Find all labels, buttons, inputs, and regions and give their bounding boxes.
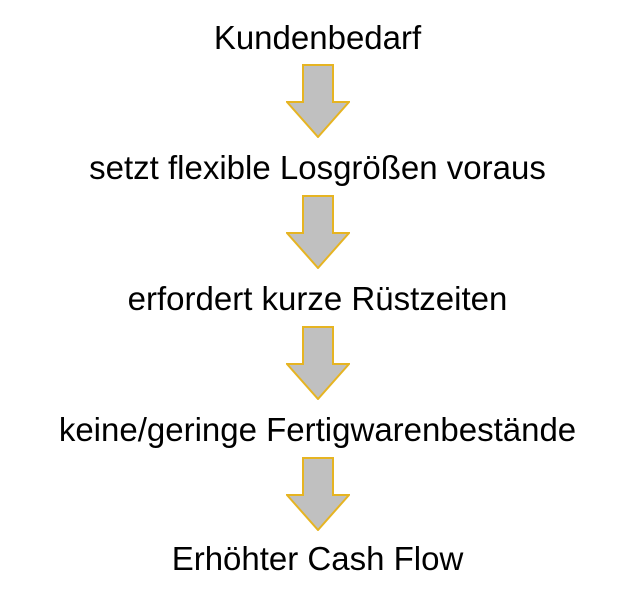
step-fertigwarenbestaende: keine/geringe Fertigwarenbestände [58, 411, 577, 448]
step-kundenbedarf: Kundenbedarf [213, 19, 422, 56]
step-kurze-ruestzeiten: erfordert kurze Rüstzeiten [127, 280, 508, 317]
step-cash-flow: Erhöhter Cash Flow [171, 540, 464, 577]
down-arrow-icon [286, 457, 350, 531]
step-flexible-losgroessen: setzt flexible Losgrößen voraus [89, 149, 546, 186]
down-arrow-icon [286, 64, 350, 138]
down-arrow-icon [286, 326, 350, 400]
down-arrow-icon [286, 195, 350, 269]
